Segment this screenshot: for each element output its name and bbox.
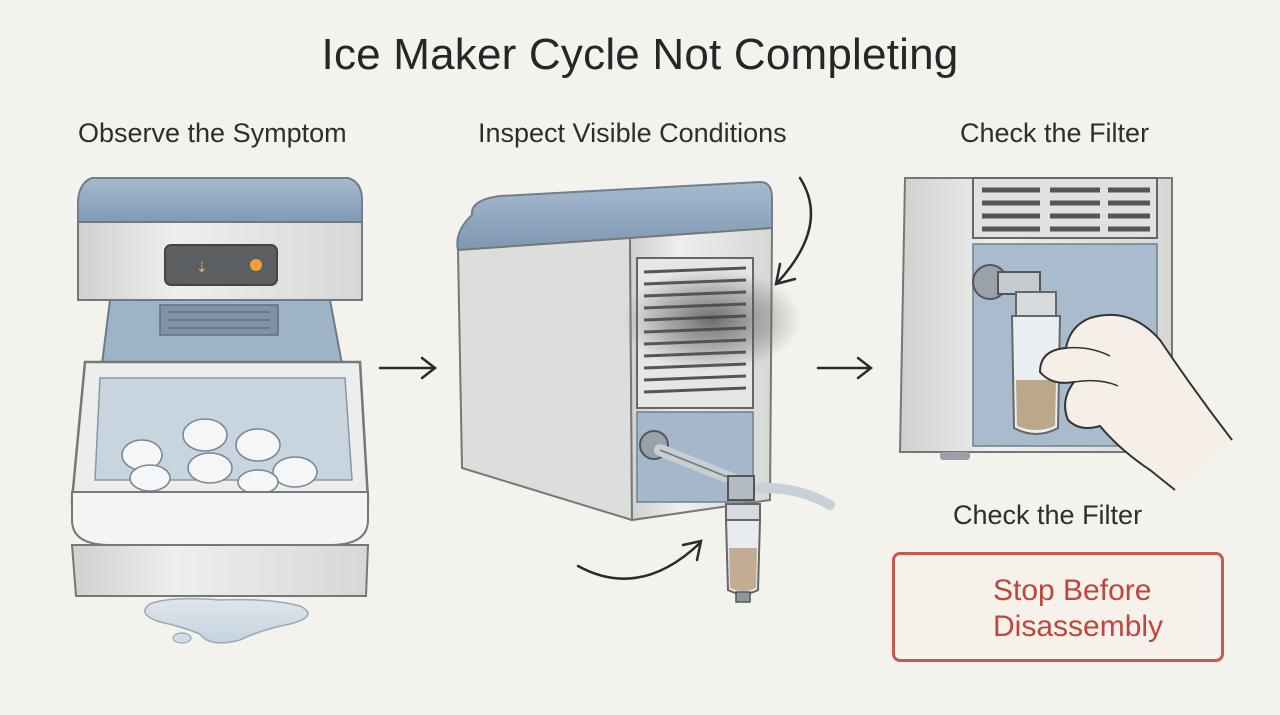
warning-line-2: Disassembly <box>993 610 1164 643</box>
page-title: Ice Maker Cycle Not Completing <box>321 30 959 79</box>
arrow-right-icon <box>378 356 438 380</box>
stop-warning-box: Stop Before Disassembly <box>892 552 1224 662</box>
step-2-label: Inspect Visible Conditions <box>478 118 787 148</box>
ice-maker-open-drawer: ⇣ <box>70 177 370 644</box>
filter-check-closeup <box>898 177 1233 491</box>
step-1-label: Observe the Symptom <box>78 118 347 148</box>
warning-line-1: Stop Before <box>993 574 1152 607</box>
arrow-right-icon <box>816 356 874 380</box>
warning-text: Stop Before Disassembly <box>993 573 1223 645</box>
svg-text:⇣: ⇣ <box>196 260 208 276</box>
step-3-label: Check the Filter <box>960 118 1150 148</box>
ice-maker-rear-view <box>456 176 835 603</box>
step-4-label: Check the Filter <box>953 500 1143 530</box>
